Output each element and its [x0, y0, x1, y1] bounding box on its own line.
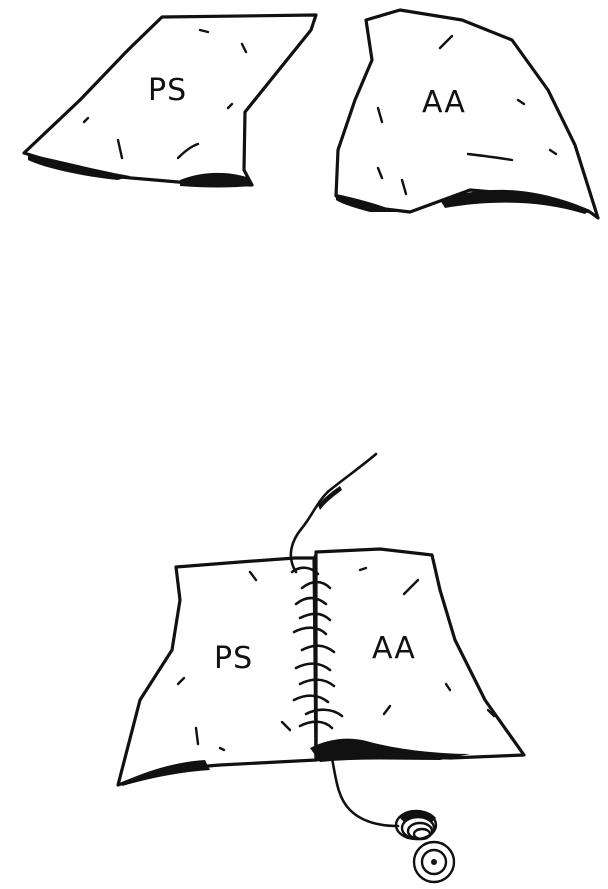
bottom-right-flap-outline: [316, 549, 524, 760]
bottom-figure: PS AA: [118, 454, 524, 882]
top-right-flap-outline: [336, 10, 598, 218]
top-figure: PS AA: [24, 10, 598, 218]
bottom-left-flap: PS: [118, 558, 316, 786]
bottom-right-flap: AA: [310, 549, 524, 762]
suture-thread-lower: [332, 758, 398, 826]
top-left-flap-label: PS: [148, 73, 187, 108]
bottom-right-flap-label: AA: [372, 631, 416, 666]
top-right-flap: AA: [336, 10, 598, 218]
needle-coil-icon: [396, 811, 454, 883]
top-right-flap-label: AA: [422, 85, 466, 120]
bottom-left-flap-label: PS: [214, 641, 253, 676]
top-left-flap: PS: [24, 15, 316, 188]
